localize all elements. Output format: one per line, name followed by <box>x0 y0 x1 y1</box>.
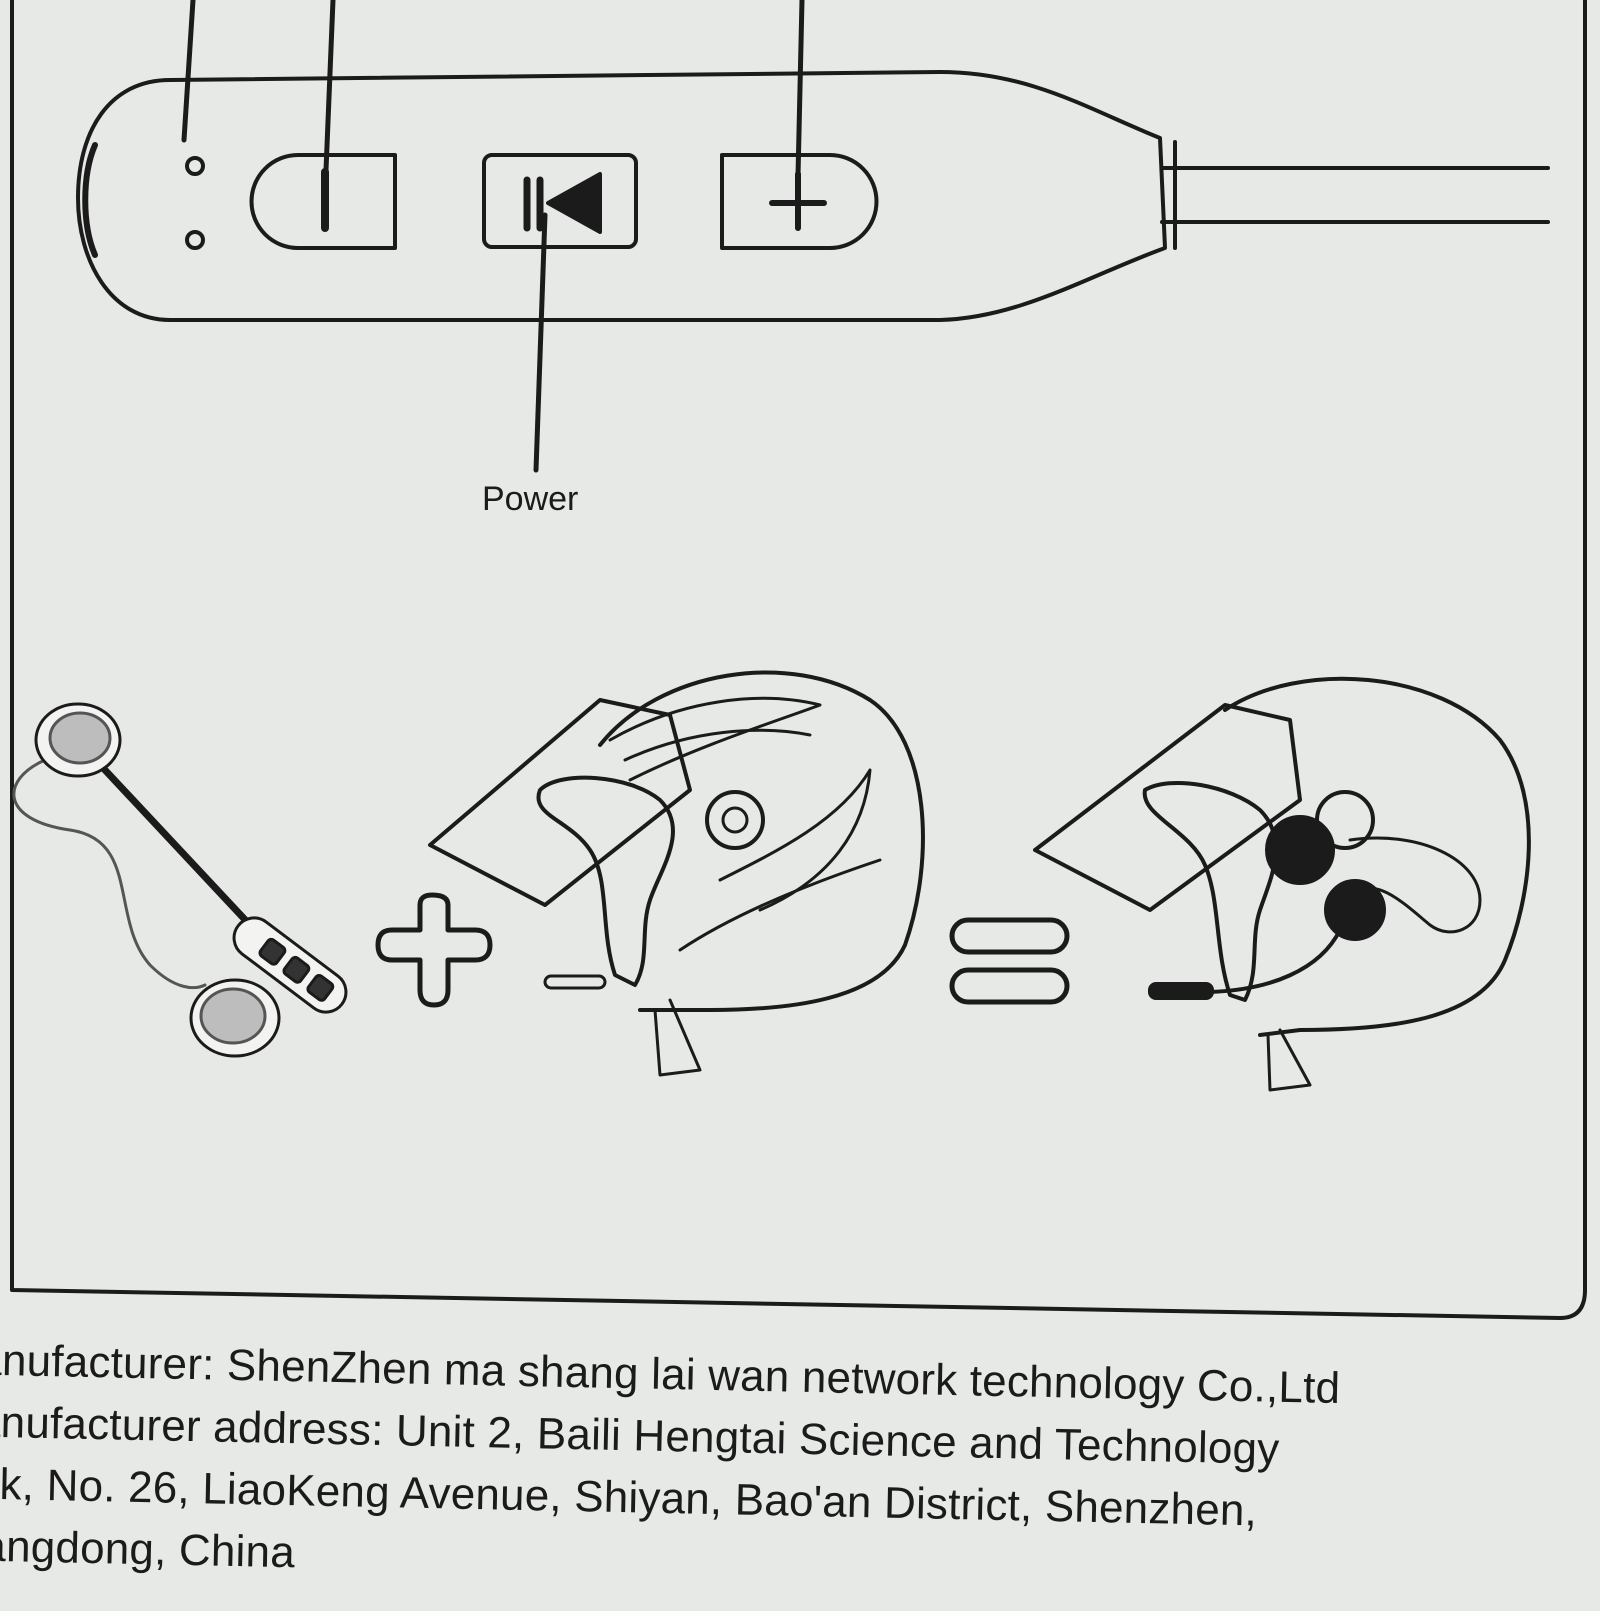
equals-sign-icon <box>949 917 1070 1005</box>
helmet2-liner <box>1348 836 1482 934</box>
mic-boom <box>101 766 254 929</box>
helmet2-face-opening <box>1142 780 1278 1002</box>
helmet-stripe-1 <box>608 696 822 782</box>
play-previous-icon <box>523 172 602 234</box>
helmet-with-headset-icon <box>1033 676 1531 1092</box>
helmet2-shell <box>1223 676 1531 1037</box>
headset-icon <box>12 702 348 1058</box>
speaker-bottom-icon <box>189 978 281 1058</box>
installed-speaker-top-icon <box>1265 815 1335 885</box>
volume-down-button <box>249 153 397 250</box>
installed-mic-boom <box>1208 928 1342 994</box>
led-indicator-icon <box>185 156 205 176</box>
visor-pivot-inner-icon <box>721 806 749 834</box>
helmet-face-opening <box>536 775 675 987</box>
installed-speaker-bottom-icon <box>1324 879 1386 941</box>
helmet-stripe-2 <box>623 728 812 762</box>
manufacturer-info: anufacturer: ShenZhen ma shang lai wan n… <box>0 1330 1600 1611</box>
leader-line-minus <box>323 0 336 173</box>
leader-line-plus <box>795 0 805 179</box>
helmet-shell <box>598 670 925 1012</box>
leader-line-power <box>533 212 548 473</box>
helmet2-visor <box>1033 703 1302 912</box>
diagram-frame <box>10 0 1587 1320</box>
helmet-stripe-3 <box>718 768 872 912</box>
helmet-visor <box>428 698 692 907</box>
helmet-chin-strap <box>653 998 702 1077</box>
plus-icon <box>769 171 827 231</box>
remote-body <box>76 70 1167 322</box>
headset-wire <box>12 758 207 990</box>
helmet-connector <box>543 974 607 990</box>
visor-pivot-icon <box>705 790 765 850</box>
installed-mic-tip <box>1148 982 1214 1000</box>
plus-sign-icon <box>375 892 493 1008</box>
headset-controller-icon <box>232 916 348 1014</box>
leader-line-led <box>181 0 196 143</box>
volume-up-button <box>720 153 879 250</box>
remote-control-icon <box>76 0 1550 473</box>
helmet2-chin-strap <box>1266 1028 1312 1092</box>
mic-hole-icon <box>185 230 205 250</box>
power-label: Power <box>482 480 578 518</box>
helmet-stripe-4 <box>678 858 882 952</box>
power-play-button <box>482 153 638 249</box>
speaker-top-icon <box>34 702 122 778</box>
remote-side-groove <box>82 142 98 258</box>
helmet-icon <box>428 670 925 1077</box>
